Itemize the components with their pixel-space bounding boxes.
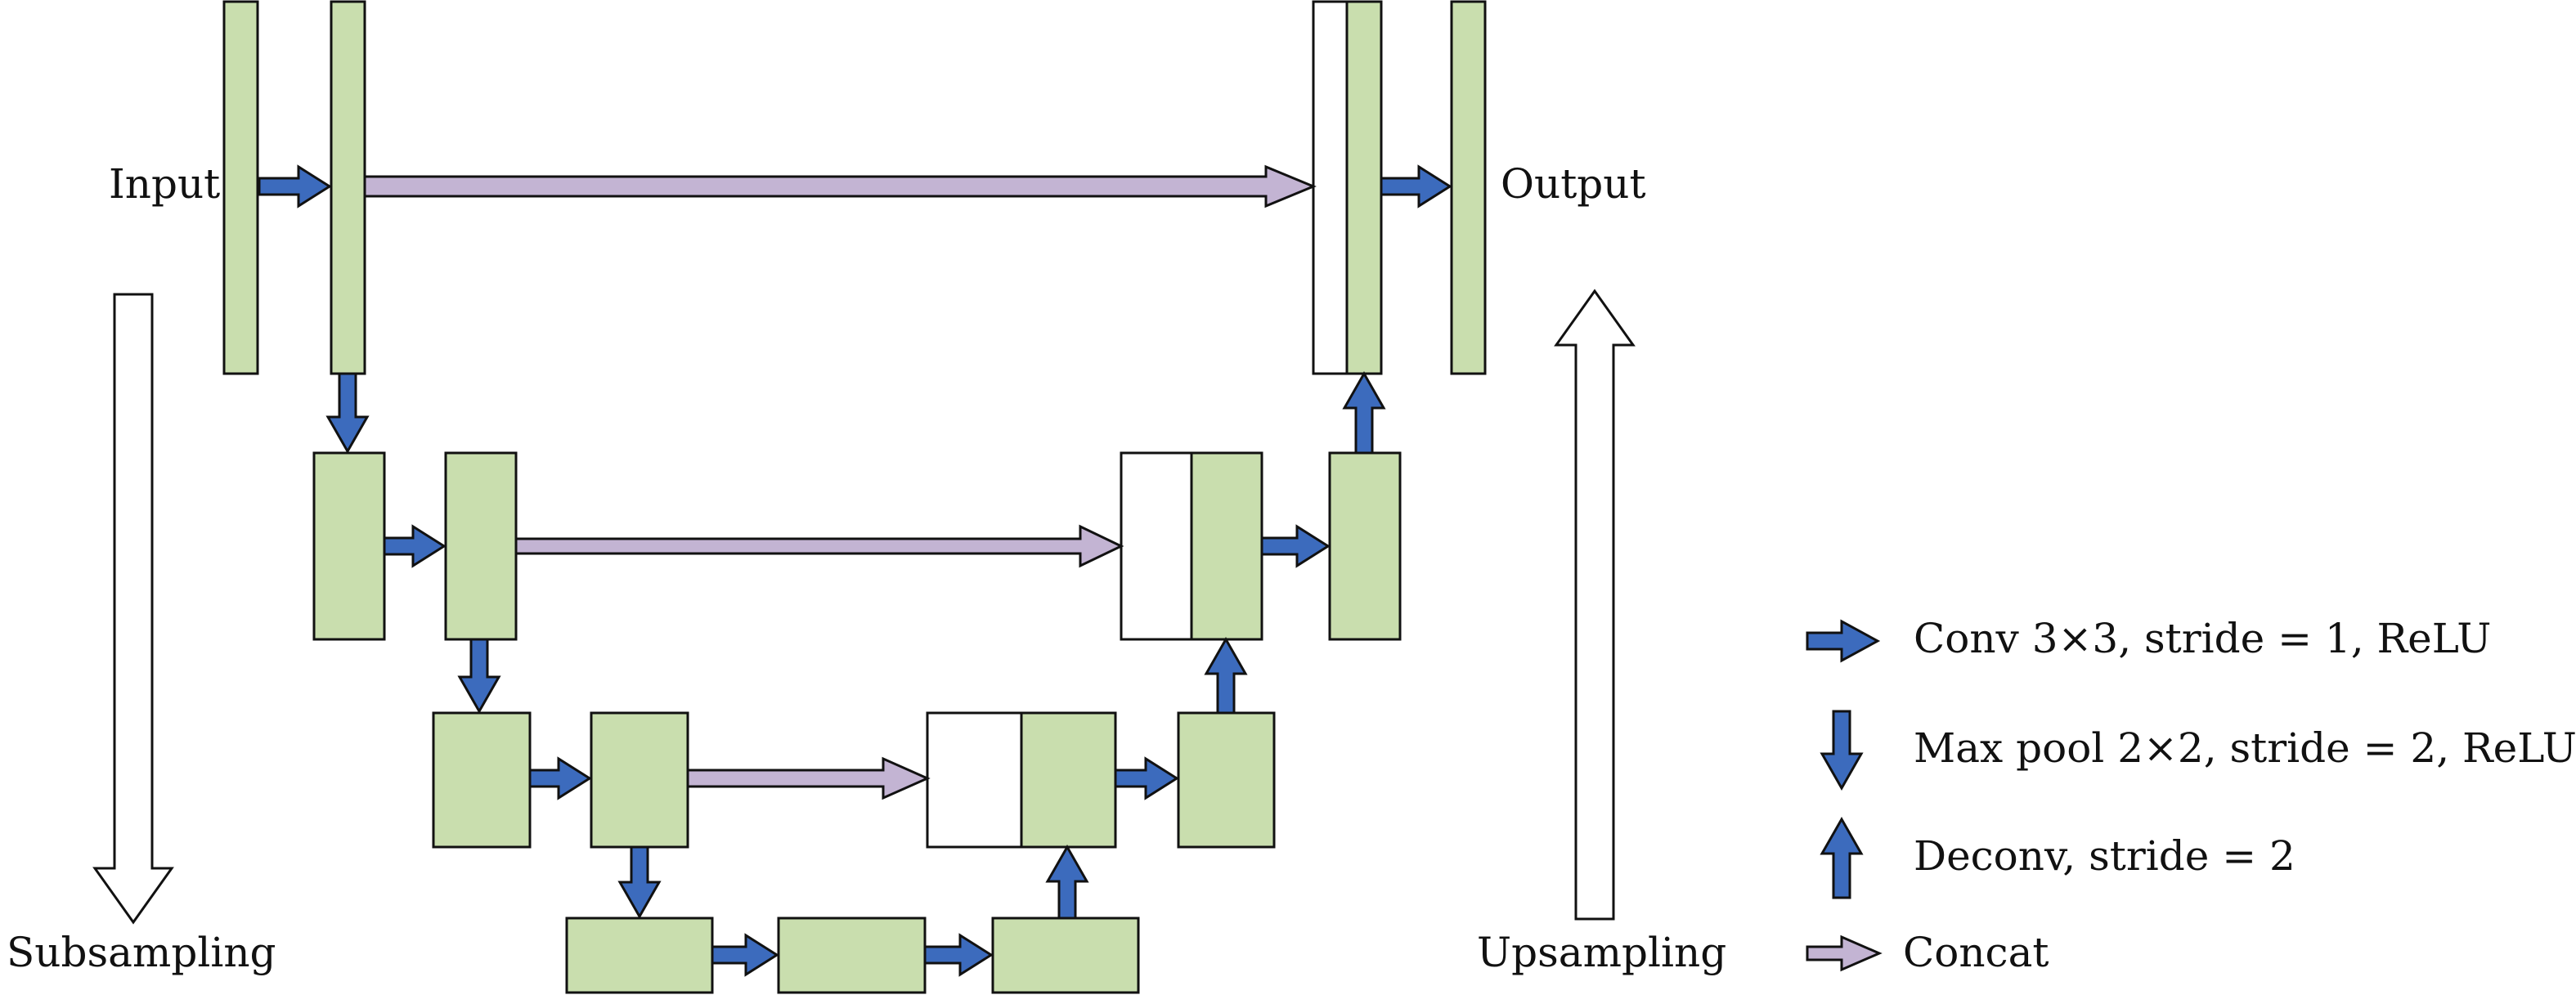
- level3-conv-map: [590, 711, 689, 849]
- legend-deconv-label: Deconv, stride = 2: [1914, 832, 2296, 880]
- skip-arrow-level2: [514, 524, 1124, 568]
- level4-conv-out-map: [991, 917, 1140, 994]
- deconv-arrow-1: [1342, 370, 1386, 455]
- level1-output-map: [1450, 0, 1487, 375]
- legend-deconv-icon: [1820, 816, 1864, 899]
- legend-conv-icon: [1806, 619, 1881, 663]
- deconv-arrow-2: [1204, 636, 1248, 715]
- legend-conv-label: Conv 3×3, stride = 1, ReLU: [1914, 615, 2491, 662]
- skip-arrow-level3: [686, 756, 931, 800]
- level1-copied-map: [1312, 0, 1349, 375]
- subsampling-arrow-icon: [92, 293, 174, 925]
- legend-maxpool-icon: [1820, 710, 1864, 791]
- deconv-arrow-3: [1045, 844, 1089, 920]
- upsampling-label: Upsampling: [1477, 929, 1726, 976]
- legend: Conv 3×3, stride = 1, ReLU Max pool 2×2,…: [1806, 615, 2576, 976]
- legend-maxpool-label: Max pool 2×2, stride = 2, ReLU: [1914, 724, 2576, 772]
- level2-conv-out-map: [1328, 451, 1402, 641]
- conv-arrow-level1-in: [258, 164, 332, 208]
- level2-upsampled-map: [1190, 451, 1263, 641]
- level1-input-map: [222, 0, 259, 375]
- maxpool-arrow-1: [325, 372, 370, 455]
- skip-arrow-level1: [363, 164, 1317, 208]
- conv-arrow-level2-out: [1260, 524, 1331, 568]
- level2-conv-map: [444, 451, 518, 641]
- level4-pooled-map: [565, 917, 714, 994]
- level1-conv-map: [330, 0, 366, 375]
- input-label: Input: [109, 160, 220, 208]
- conv-arrow-level1-out: [1380, 164, 1452, 208]
- level3-pooled-map: [432, 711, 532, 849]
- level3-upsampled-map: [1020, 711, 1117, 849]
- output-label: Output: [1501, 160, 1646, 208]
- conv-arrow-level3-in: [528, 756, 592, 800]
- conv-arrow-level4-b: [923, 933, 994, 977]
- level2-copied-map: [1120, 451, 1193, 641]
- legend-concat-label: Concat: [1903, 929, 2049, 976]
- conv-arrow-level3-out: [1114, 756, 1179, 800]
- level4-conv-map: [777, 917, 927, 994]
- maxpool-arrow-2: [457, 638, 501, 715]
- maxpool-arrow-3: [617, 845, 662, 920]
- legend-concat-icon: [1806, 934, 1883, 972]
- upsampling-arrow-icon: [1554, 289, 1636, 921]
- subsampling-label: Subsampling: [7, 929, 276, 976]
- level3-copied-map: [926, 711, 1023, 849]
- level3-conv-out-map: [1177, 711, 1276, 849]
- conv-arrow-level4-a: [711, 933, 779, 977]
- level1-upsampled-map: [1345, 0, 1383, 375]
- level2-pooled-map: [312, 451, 386, 641]
- conv-arrow-level2-in: [383, 524, 447, 568]
